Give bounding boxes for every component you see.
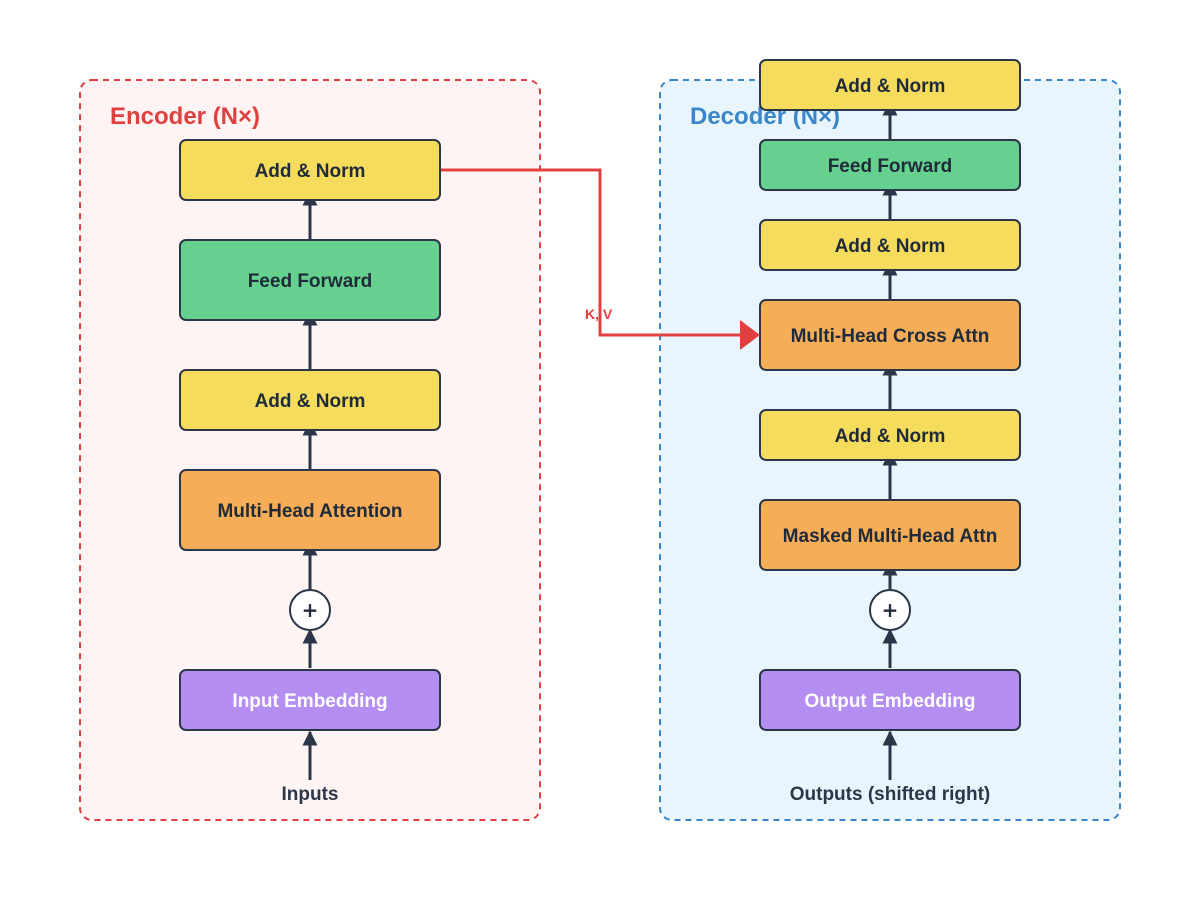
encoder-add-norm-bottom-label: Add & Norm: [255, 391, 366, 412]
encoder-input-embedding: Input Embedding: [179, 669, 441, 731]
encoder-feed-forward: Feed Forward: [179, 239, 441, 321]
decoder-add-norm-middle: Add & Norm: [759, 219, 1021, 271]
decoder-masked-attention-label: Masked Multi-Head Attn: [783, 526, 998, 547]
decoder-add-norm-bottom: Add & Norm: [759, 409, 1021, 461]
decoder-positional-add: +: [869, 589, 911, 631]
encoder-plus-icon: +: [302, 598, 319, 622]
decoder-outputs-label: Outputs (shifted right): [790, 784, 991, 805]
encoder-input-embedding-label: Input Embedding: [232, 691, 387, 712]
decoder-cross-attention-label: Multi-Head Cross Attn: [791, 326, 990, 347]
kv-label: K, V: [585, 306, 613, 322]
encoder-inputs-label: Inputs: [282, 784, 339, 805]
encoder-positional-add: +: [289, 589, 331, 631]
encoder-feed-forward-label: Feed Forward: [248, 271, 373, 292]
encoder-attention-label: Multi-Head Attention: [217, 501, 402, 522]
encoder-add-norm-bottom: Add & Norm: [179, 369, 441, 431]
decoder-feed-forward: Feed Forward: [759, 139, 1021, 191]
decoder-feed-forward-label: Feed Forward: [828, 156, 953, 177]
encoder-add-norm-top-label: Add & Norm: [255, 161, 366, 182]
decoder-output-embedding-label: Output Embedding: [805, 691, 976, 712]
decoder-add-norm-bottom-label: Add & Norm: [835, 426, 946, 447]
encoder-multi-head-attention: Multi-Head Attention: [179, 469, 441, 551]
encoder-title: Encoder (N×): [110, 103, 260, 130]
decoder-plus-icon: +: [882, 598, 899, 622]
kv-arrowhead-icon: [740, 320, 760, 350]
kv-connection: K, V: [441, 168, 760, 350]
decoder-add-norm-top: Add & Norm: [759, 59, 1021, 111]
decoder-add-norm-top-label: Add & Norm: [835, 76, 946, 97]
kv-connection-line: [441, 168, 742, 337]
decoder-cross-attention: Multi-Head Cross Attn: [759, 299, 1021, 371]
encoder-add-norm-top: Add & Norm: [179, 139, 441, 201]
decoder-output-embedding: Output Embedding: [759, 669, 1021, 731]
decoder-masked-attention: Masked Multi-Head Attn: [759, 499, 1021, 571]
decoder-add-norm-middle-label: Add & Norm: [835, 236, 946, 257]
